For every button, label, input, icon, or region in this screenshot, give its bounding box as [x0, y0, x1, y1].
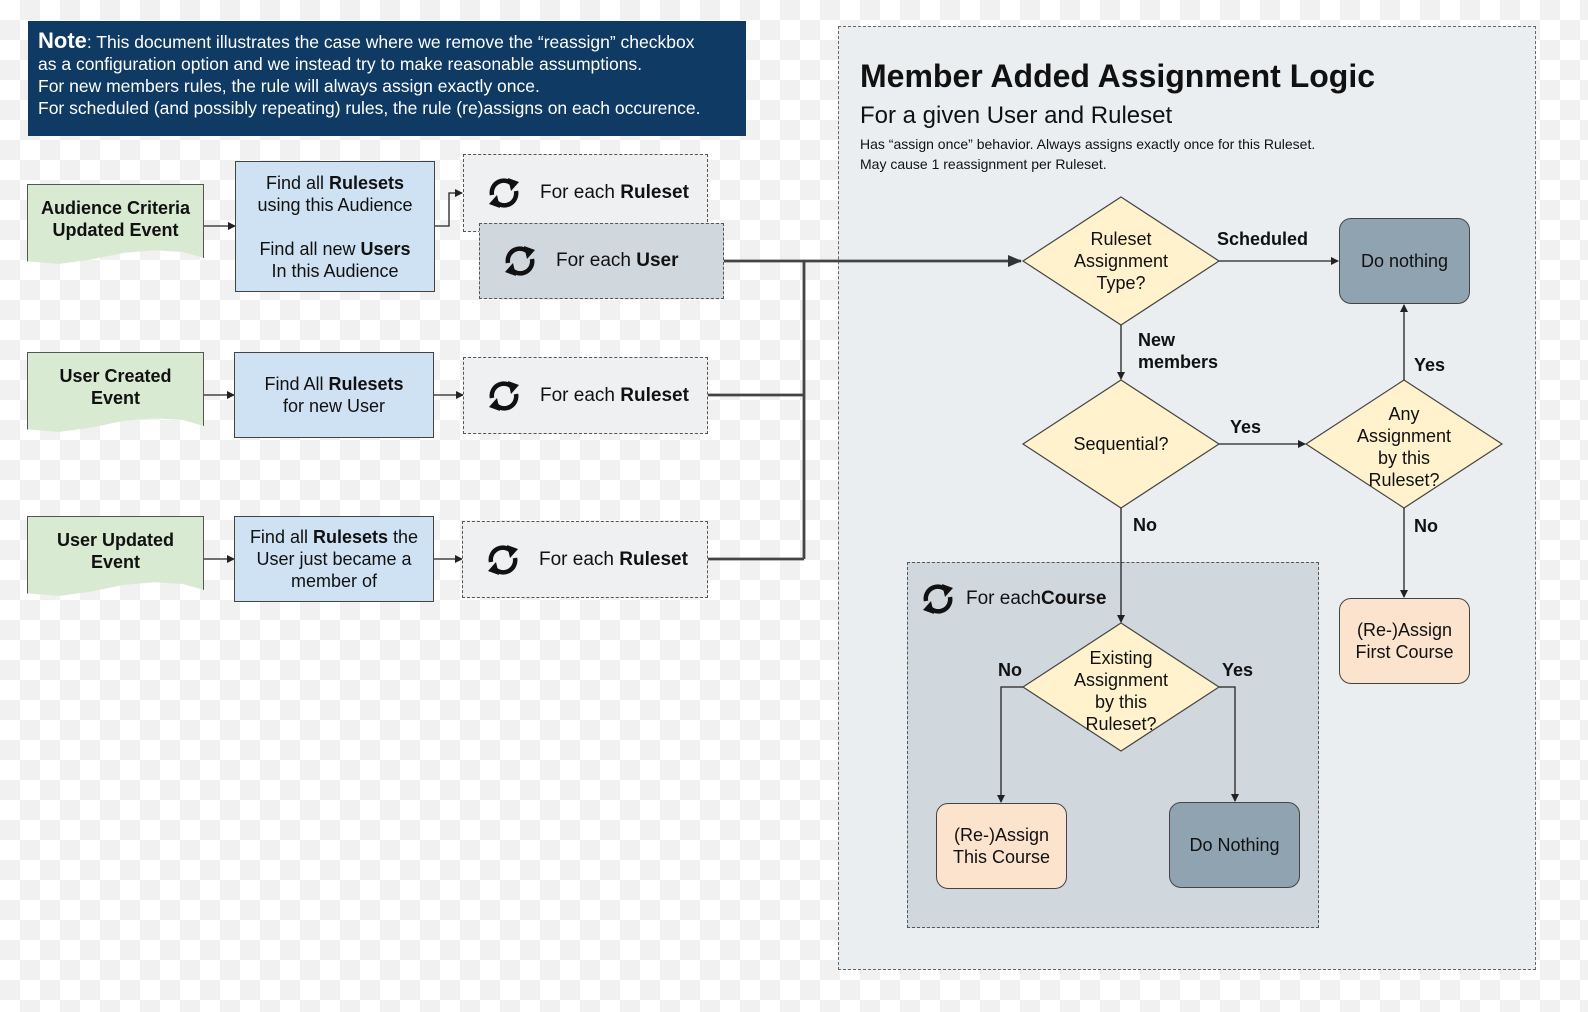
- finder-user-updated-rulesets: Find all Rulesets the User just became a…: [234, 516, 434, 602]
- note-banner: Note: This document illustrates the case…: [28, 21, 746, 136]
- event-label-line-2: Event: [90, 388, 141, 408]
- loop-each-ruleset: For each Ruleset: [462, 521, 708, 598]
- edge-label-yes: Yes: [1222, 660, 1254, 680]
- loop-prefix: For each: [539, 548, 614, 570]
- decision-text: Ruleset?: [1368, 470, 1440, 490]
- decision-text: Sequential?: [1073, 434, 1169, 454]
- event-label-line-1: User Updated: [56, 530, 175, 550]
- loop-each-ruleset: For each Ruleset: [463, 357, 708, 434]
- note-line-1: : This document illustrates the case whe…: [86, 32, 695, 52]
- edge-label-no: No: [998, 660, 1022, 680]
- decision-text: Assignment: [1073, 670, 1169, 690]
- decision-text: Any: [1388, 404, 1420, 424]
- finder-text: using this Audience: [257, 194, 413, 215]
- event-label-line-2: Event: [90, 552, 141, 572]
- panel-description: Has “assign once” behavior. Always assig…: [860, 134, 1315, 174]
- finder-text: Find all: [249, 527, 313, 547]
- refresh-icon: [489, 178, 519, 208]
- finder-text-bold: Rulesets: [328, 374, 404, 394]
- action-do-nothing-existing: Do Nothing: [1169, 802, 1300, 888]
- loop-entity: Ruleset: [620, 384, 689, 406]
- edge-label-no: No: [1133, 515, 1157, 535]
- finder-audience-rulesets-users: Find all Rulesets using this Audience Fi…: [235, 161, 435, 292]
- note-label: Note: [38, 28, 87, 53]
- finder-text: the: [388, 527, 419, 547]
- edge-label-text: New: [1138, 330, 1176, 350]
- finder-text-bold: Rulesets: [312, 527, 389, 547]
- finder-text: User just became a: [256, 549, 412, 569]
- decision-existing-assignment: [1021, 622, 1221, 752]
- loop-prefix: For each: [540, 182, 615, 203]
- edge-label-text: members: [1138, 352, 1219, 372]
- edge-label-scheduled: Scheduled: [1217, 229, 1309, 249]
- loop-entity: Ruleset: [619, 548, 688, 570]
- edge-finder-to-loop: [435, 189, 463, 227]
- finder-text: member of: [290, 571, 378, 591]
- loop-prefix: For each: [966, 588, 1041, 609]
- action-text: Do Nothing: [1189, 835, 1280, 855]
- finder-text: for new User: [282, 396, 386, 416]
- note-line-3: For new members rules, the rule will alw…: [38, 76, 540, 96]
- edge-label-yes: Yes: [1414, 355, 1446, 375]
- decision-text: Ruleset: [1090, 229, 1152, 249]
- decision-text: by this: [1094, 692, 1147, 712]
- finder-text: In this Audience: [271, 260, 399, 281]
- finder-text-bold: Users: [360, 238, 411, 259]
- finder-text: Find All: [264, 374, 329, 394]
- event-label-line-1: Audience Criteria: [40, 198, 191, 218]
- loop-each-user: For each User: [479, 223, 724, 299]
- action-text: (Re-)Assign: [1356, 620, 1452, 640]
- finder-text: Find all: [265, 172, 329, 193]
- decision-sequential-label: Sequential?: [1043, 432, 1199, 456]
- loop-each-ruleset: For each Ruleset: [463, 154, 708, 232]
- note-line-2: as a configuration option and we instead…: [38, 54, 643, 74]
- refresh-icon: [489, 380, 519, 411]
- loop-entity: User: [636, 250, 679, 271]
- action-text: Do nothing: [1360, 251, 1449, 271]
- decision-text: Assignment: [1073, 251, 1169, 271]
- refresh-icon: [505, 246, 535, 276]
- panel-desc-line-2: May cause 1 reassignment per Ruleset.: [860, 156, 1107, 172]
- edge-existing-no: [997, 686, 1023, 803]
- decision-text: Assignment: [1356, 426, 1452, 446]
- finder-text: Find all new: [259, 238, 361, 259]
- panel-desc-line-1: Has “assign once” behavior. Always assig…: [860, 136, 1316, 152]
- finder-text-bold: Rulesets: [328, 172, 405, 193]
- edge-existing-yes: [1219, 686, 1239, 802]
- event-label-line-1: User Created: [59, 366, 172, 386]
- decision-text: Existing: [1089, 648, 1153, 668]
- decision-text: by this: [1377, 448, 1430, 468]
- loop-course: Course: [1040, 588, 1107, 609]
- panel-subtitle: For a given User and Ruleset: [860, 102, 1173, 129]
- refresh-icon: [488, 544, 518, 575]
- action-do-nothing-scheduled: Do nothing: [1339, 218, 1470, 304]
- action-text: (Re-)Assign: [953, 825, 1050, 845]
- loop-prefix: For each: [540, 384, 615, 406]
- event-label-line-2: Updated Event: [52, 220, 179, 240]
- note-line-4: For scheduled (and possibly repeating) r…: [38, 98, 701, 118]
- panel-title: Member Added Assignment Logic: [860, 58, 1376, 94]
- finder-user-created-rulesets: Find All Rulesets for new User: [234, 352, 434, 438]
- refresh-icon: [923, 584, 953, 614]
- decision-text: Type?: [1096, 273, 1146, 293]
- action-text: First Course: [1355, 642, 1454, 662]
- edge-label-yes: Yes: [1230, 417, 1262, 437]
- loop-entity: Ruleset: [620, 182, 689, 203]
- loop-prefix: For each: [556, 250, 631, 271]
- for-each-course-label: For each Course: [918, 579, 1106, 619]
- decision-text: Ruleset?: [1085, 714, 1157, 734]
- action-text: This Course: [952, 847, 1051, 867]
- edge-label-no: No: [1414, 516, 1438, 536]
- merge-connectors: [708, 255, 1022, 561]
